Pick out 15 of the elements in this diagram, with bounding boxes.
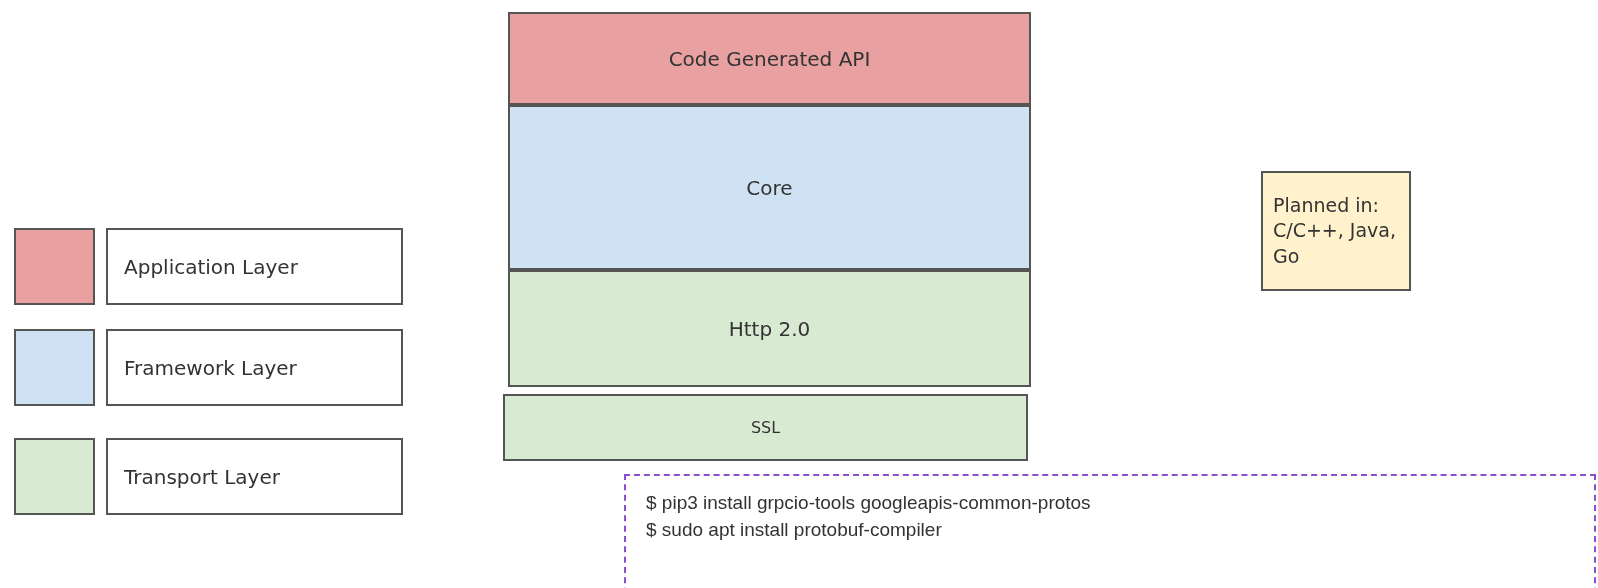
layer-box: [508, 105, 1031, 270]
layer-label: SSL: [750, 418, 781, 437]
layer-box: [508, 270, 1031, 387]
layer-label: Core: [746, 175, 793, 200]
command-line: $ pip3 install grpcio-tools googleapis-common-protos: [646, 491, 1091, 515]
legend-label: Application Layer: [106, 228, 403, 305]
layer-box: [508, 12, 1031, 105]
note-text: Planned in: C/C++, Java, Go: [1273, 192, 1398, 269]
legend-label: Framework Layer: [106, 329, 403, 406]
legend-label: Transport Layer: [106, 438, 403, 515]
layer-label: Code Generated API: [668, 46, 871, 71]
command-line: $ sudo apt install protobuf-compiler: [646, 517, 942, 542]
note-box: [1261, 171, 1411, 291]
layer-label: Http 2.0: [728, 316, 811, 341]
layer-box: [503, 394, 1028, 461]
